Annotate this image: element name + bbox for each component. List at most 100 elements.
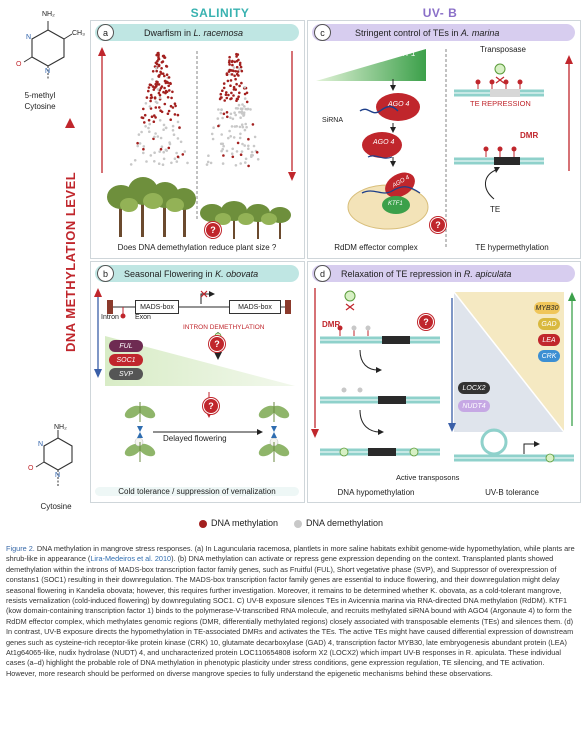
methylation-dot (240, 69, 244, 73)
methylation-dot (230, 73, 234, 76)
panel-d-te-strands (320, 290, 440, 457)
methylation-dot (138, 142, 142, 145)
methylation-dot (234, 113, 237, 117)
panel-b-title-bar: b Seasonal Flowering in K. obovata (95, 265, 299, 282)
panel-d-gene-gad: GAD (538, 318, 560, 330)
caption-reference-link[interactable]: Lira-Medeiros et al. 2010 (90, 554, 172, 564)
methylation-dot (241, 103, 244, 106)
methylation-dot (157, 74, 160, 78)
methylation-dot (156, 59, 159, 63)
panel-c-transposase-label: Transposase (480, 45, 526, 54)
methylation-dot (147, 126, 150, 130)
methylation-dot (238, 61, 242, 65)
methylation-dot (251, 123, 255, 126)
panel-b: b Seasonal Flowering in K. obovata MADS-… (90, 261, 305, 503)
methylation-dot (149, 107, 153, 110)
methylation-dot (234, 88, 237, 91)
methylation-dot (151, 78, 154, 81)
methylation-dot (157, 162, 161, 165)
methylation-dot (150, 96, 154, 99)
methylation-dot (238, 84, 241, 88)
methylation-dot (230, 97, 233, 100)
methylation-dot (231, 155, 235, 159)
methylation-dot (241, 107, 244, 111)
methylation-dot (170, 161, 173, 165)
panel-c-footer-right: TE hypermethylation (475, 243, 549, 252)
methylation-dot (175, 160, 179, 163)
methylation-dot (238, 63, 242, 67)
caption-label: Figure 2. (6, 544, 35, 553)
methylation-dot (245, 100, 249, 104)
methylation-dot (163, 86, 166, 90)
panel-b-gene-ful: FUL (109, 340, 143, 352)
methylation-dot (142, 145, 146, 148)
methylation-dot (229, 79, 233, 82)
panel-c-ktf1-label-complex: KTF1 (388, 201, 403, 207)
methylation-dot (232, 85, 236, 89)
methylation-dot (222, 154, 225, 157)
svg-text:O: O (16, 61, 22, 68)
methylation-dot (159, 136, 163, 140)
methylation-dot (243, 97, 247, 100)
methylation-dot (221, 142, 225, 146)
panel-b-question-icon-1: ? (209, 336, 225, 352)
methylation-dot (144, 102, 148, 105)
methylation-dot (147, 118, 151, 122)
panel-d-gene-crk: CRK (538, 350, 560, 362)
methylation-dot (236, 53, 240, 56)
methylation-dot (140, 116, 144, 119)
methylation-dot (242, 111, 246, 114)
methylation-dot (235, 65, 239, 69)
methylation-dot (228, 129, 231, 133)
methylation-dot (164, 89, 168, 93)
methylation-dot (229, 135, 232, 138)
methylation-dot (155, 53, 158, 57)
methylation-dot (207, 154, 210, 157)
legend-demethylation: DNA demethylation (293, 518, 383, 528)
methylation-dot (250, 155, 253, 158)
methylation-dot (153, 135, 156, 139)
methylation-dot (247, 147, 250, 150)
panel-c-question-icon: ? (430, 217, 446, 233)
methylation-dot (220, 133, 223, 136)
panel-b-intron-demethylation: INTRON DEMETHYLATION (183, 324, 265, 331)
methylation-dot (162, 90, 165, 94)
methylation-dot (236, 97, 239, 101)
panel-a-down-arrow (288, 51, 296, 181)
methylation-dot (225, 91, 228, 94)
methylation-dot (237, 95, 240, 98)
methylation-dot (166, 96, 170, 99)
demethylation-dot-icon (293, 519, 302, 528)
methylation-dot (240, 81, 243, 85)
methylation-dot (150, 115, 154, 118)
panel-d-footer-left: DNA hypomethylation (337, 488, 415, 497)
methylation-dot (154, 116, 157, 119)
panel-a: a Dwarfism in L. racemosa (90, 20, 305, 259)
methylation-dot (181, 153, 185, 156)
methylation-dot (217, 108, 220, 111)
methylation-dot (238, 91, 241, 95)
methylation-dot (154, 66, 158, 70)
methylation-dot (173, 102, 177, 105)
methylation-dot (155, 62, 159, 66)
methylation-dot (244, 161, 247, 164)
methyl-ch3-label: CH₃ (72, 30, 85, 37)
panel-c-ago4-label-mid: AGO 4 (373, 139, 395, 146)
methylation-dot (206, 160, 210, 164)
methylation-dot (229, 116, 232, 119)
methylation-dot (247, 137, 250, 141)
methylation-dot (157, 55, 160, 59)
panel-d-title-bar: d Relaxation of TE repression in R. apic… (312, 265, 575, 282)
methylation-dot (221, 147, 224, 151)
methylation-dot (235, 59, 239, 63)
methylation-dot (217, 124, 220, 128)
methylation-dot (223, 99, 226, 102)
methylation-dot (232, 66, 236, 69)
panel-a-shrubs (200, 201, 291, 239)
methylation-dot (154, 106, 158, 109)
methylation-dot-icon (198, 519, 207, 528)
methylation-dot (176, 113, 180, 117)
methylation-dot (162, 123, 166, 127)
methylation-dot (233, 111, 236, 114)
methylation-dot (250, 150, 254, 154)
